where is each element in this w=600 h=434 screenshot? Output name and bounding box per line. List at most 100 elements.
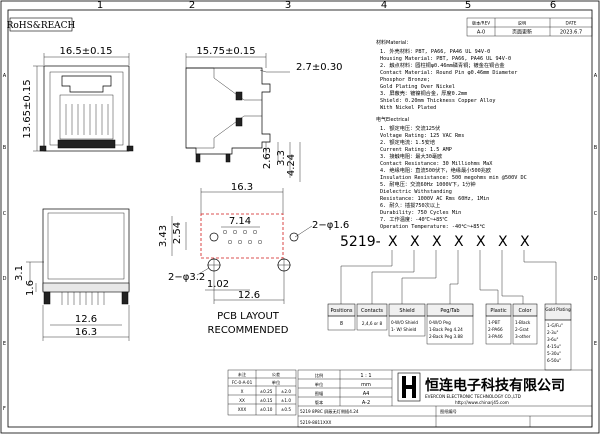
part-code-letter: X bbox=[388, 234, 398, 250]
spec-line: Phosphor Bronze; bbox=[380, 77, 430, 83]
option-header: Peg/Tab bbox=[440, 308, 459, 314]
option-item: 6-50u" bbox=[547, 358, 561, 363]
dim-front-v1: 3.1 bbox=[14, 265, 25, 281]
materials-title: 材料Material： bbox=[376, 39, 411, 46]
dim-side-width: 15.75±0.15 bbox=[196, 46, 255, 57]
tb-size: A4 bbox=[363, 391, 370, 397]
electrical-title: 电气Electrical bbox=[376, 116, 409, 123]
row-label: C bbox=[594, 211, 598, 217]
option-item: 1-Back Peg 4.24 bbox=[429, 327, 463, 332]
spec-line: Housing Material: PBT, PA66, PA46 UL 94V… bbox=[380, 56, 511, 62]
rev-header: DATE bbox=[566, 21, 577, 26]
option-item: 2-3u" bbox=[547, 330, 558, 335]
part-code-letter: X bbox=[476, 234, 486, 250]
dim-pcb-bottom: 12.6 bbox=[238, 290, 260, 301]
row-label: C bbox=[3, 211, 7, 217]
tb-label: 图幅 bbox=[315, 390, 323, 397]
part-code-prefix: 5219- bbox=[340, 234, 381, 250]
spec-line: Shield: 0.20mm Thickness Copper Alloy bbox=[380, 98, 496, 104]
spec-eline: Contact Resistance: 30 Milliohms MaX bbox=[380, 161, 493, 167]
logo-mark bbox=[402, 376, 416, 398]
tb-label: 比例 bbox=[315, 372, 323, 379]
option-item: 4-15u" bbox=[547, 344, 561, 349]
dim-front-inner: 12.6 bbox=[75, 314, 97, 325]
option-header: Contacts bbox=[361, 308, 383, 314]
spec-eline: Dielectric Withstanding bbox=[380, 189, 452, 195]
dim-side-offset: 2.7±0.30 bbox=[296, 62, 343, 73]
spec-eline: Voltage Rating: 125 VAC Rms bbox=[380, 133, 464, 139]
tb-part-no: 5219-8811XXX bbox=[300, 420, 332, 425]
spec-eline: 5. 耐电压：交流60Hz 1000V下，1分钟 bbox=[380, 180, 476, 188]
title-block: 比例 1 : 1 单位 mm 图幅 A4 版本 A-2 恒连电子科技有限公司 E… bbox=[297, 369, 593, 428]
front-view: 16.5±0.15 13.65±0.15 bbox=[22, 46, 134, 152]
option-positions: Positions 8 bbox=[327, 303, 356, 331]
spec-eline: Operation Temperature: -40℃~+85℃ bbox=[380, 224, 486, 230]
part-code-letter: X bbox=[432, 234, 442, 250]
dim-side-h2: 3.3 bbox=[276, 150, 287, 166]
option-item: 1-G/Fu" bbox=[547, 323, 563, 328]
dim-pcb-hole-small: 2−φ1.6 bbox=[312, 220, 349, 231]
spec-line: 1. 外壳材料：PBT, PA66, PA46 UL 94V-0 bbox=[380, 47, 490, 55]
spec-eline: 1. 额定电压：交流125伏 bbox=[380, 124, 440, 132]
part-code-letter: X bbox=[454, 234, 464, 250]
part-code-letter: X bbox=[410, 234, 420, 250]
tol-cell: ±0.25 bbox=[260, 389, 273, 394]
dim-front-width: 16.3 bbox=[75, 327, 97, 338]
rev-header: 说明 bbox=[518, 20, 526, 27]
tb-label: 版本 bbox=[315, 399, 324, 406]
option-item: 1-PBT bbox=[488, 320, 501, 325]
tol-sub: 单位 bbox=[272, 379, 280, 386]
option-peg: Peg/Tab 0-W/O Peg 1-Back Peg 4.24 2-Back… bbox=[426, 303, 474, 345]
spec-eline: 6. 耐久：插拔750次以上 bbox=[380, 201, 440, 209]
dim-front-v2: 1.6 bbox=[25, 280, 36, 296]
option-item: 3-6u" bbox=[547, 337, 558, 342]
option-contacts: Contacts 2,4,6 or 8 bbox=[356, 303, 388, 331]
spec-eline: 4. 绝缘电阻：直流500伏下，绝缘最小500兆欧 bbox=[380, 166, 492, 174]
dim-pcb-width: 16.3 bbox=[231, 182, 253, 193]
spec-line: 3. 屏蔽壳：镀镍铜合金，厚度0.2mm bbox=[380, 89, 467, 97]
tol-cell: ±1.0 bbox=[281, 398, 292, 403]
tb-drawing-label: 图纸编号 bbox=[440, 408, 457, 415]
dim-top-height: 13.65±0.15 bbox=[22, 79, 33, 138]
company-name-en: EVERCON ELECTRONIC TECHNOLOGY CO.,LTD bbox=[425, 394, 521, 399]
dim-side-h3: 4.24 bbox=[286, 154, 297, 176]
option-header: Color bbox=[518, 308, 532, 314]
col-label: 2 bbox=[189, 0, 195, 11]
tolerance-table: 未注 公差 FC-0-A-01 单位 X ±0.25 ±2.0 XX ±0.15… bbox=[227, 369, 297, 416]
tol-cell: ±2.0 bbox=[281, 389, 292, 394]
revision-block: 版本/REV 说明 DATE A-0 页面更新 2023.6.7 bbox=[466, 17, 593, 37]
rev-value: 页面更新 bbox=[512, 29, 532, 36]
row-label: E bbox=[594, 341, 597, 347]
row-labels-left: A B C D E F bbox=[3, 73, 7, 412]
spec-notes: 材料Material： 1. 外壳材料：PBT, PA66, PA46 UL 9… bbox=[376, 39, 527, 230]
company-website: http://www.chinarj45.com bbox=[455, 400, 509, 405]
option-header: Gold Plating bbox=[545, 307, 571, 312]
spec-eline: 7. 工作温度：-40℃~+85℃ bbox=[380, 215, 448, 223]
col-label: 5 bbox=[465, 0, 471, 11]
option-item: 3-other bbox=[515, 334, 531, 339]
rohs-box bbox=[9, 17, 73, 32]
option-plastic: Plastic 1-PBT 2-PA66 3-PA46 bbox=[485, 303, 512, 345]
option-header: Shield bbox=[399, 308, 414, 314]
tol-cell: X bbox=[241, 389, 244, 394]
option-item: 2-Back Peg 3.88 bbox=[429, 334, 463, 339]
option-item: 1-Black bbox=[515, 320, 531, 325]
tol-cell: ±0.5 bbox=[281, 407, 292, 412]
col-label: 3 bbox=[285, 0, 291, 11]
spec-eline: Resistance: 1000V AC Rms 60Hz, 1Min bbox=[380, 196, 489, 202]
pcb-caption-2: RECOMMENDED bbox=[208, 325, 289, 336]
dim-pcb-pitch: 7.14 bbox=[229, 216, 251, 227]
option-item: 1- W/ Shield bbox=[391, 327, 417, 332]
row-label: A bbox=[594, 73, 598, 79]
row-label: B bbox=[3, 145, 7, 151]
row-labels-right: A B C D E bbox=[594, 73, 598, 347]
tol-sub: FC-0-A-01 bbox=[232, 380, 253, 385]
tol-cell: ±0.15 bbox=[260, 398, 273, 403]
option-header: Plastic bbox=[490, 308, 506, 314]
row-label: E bbox=[3, 341, 6, 347]
row-label: F bbox=[3, 406, 6, 412]
option-header: Positions bbox=[330, 308, 352, 314]
spec-eline: 2. 额定电流：1.5安培 bbox=[380, 138, 435, 146]
